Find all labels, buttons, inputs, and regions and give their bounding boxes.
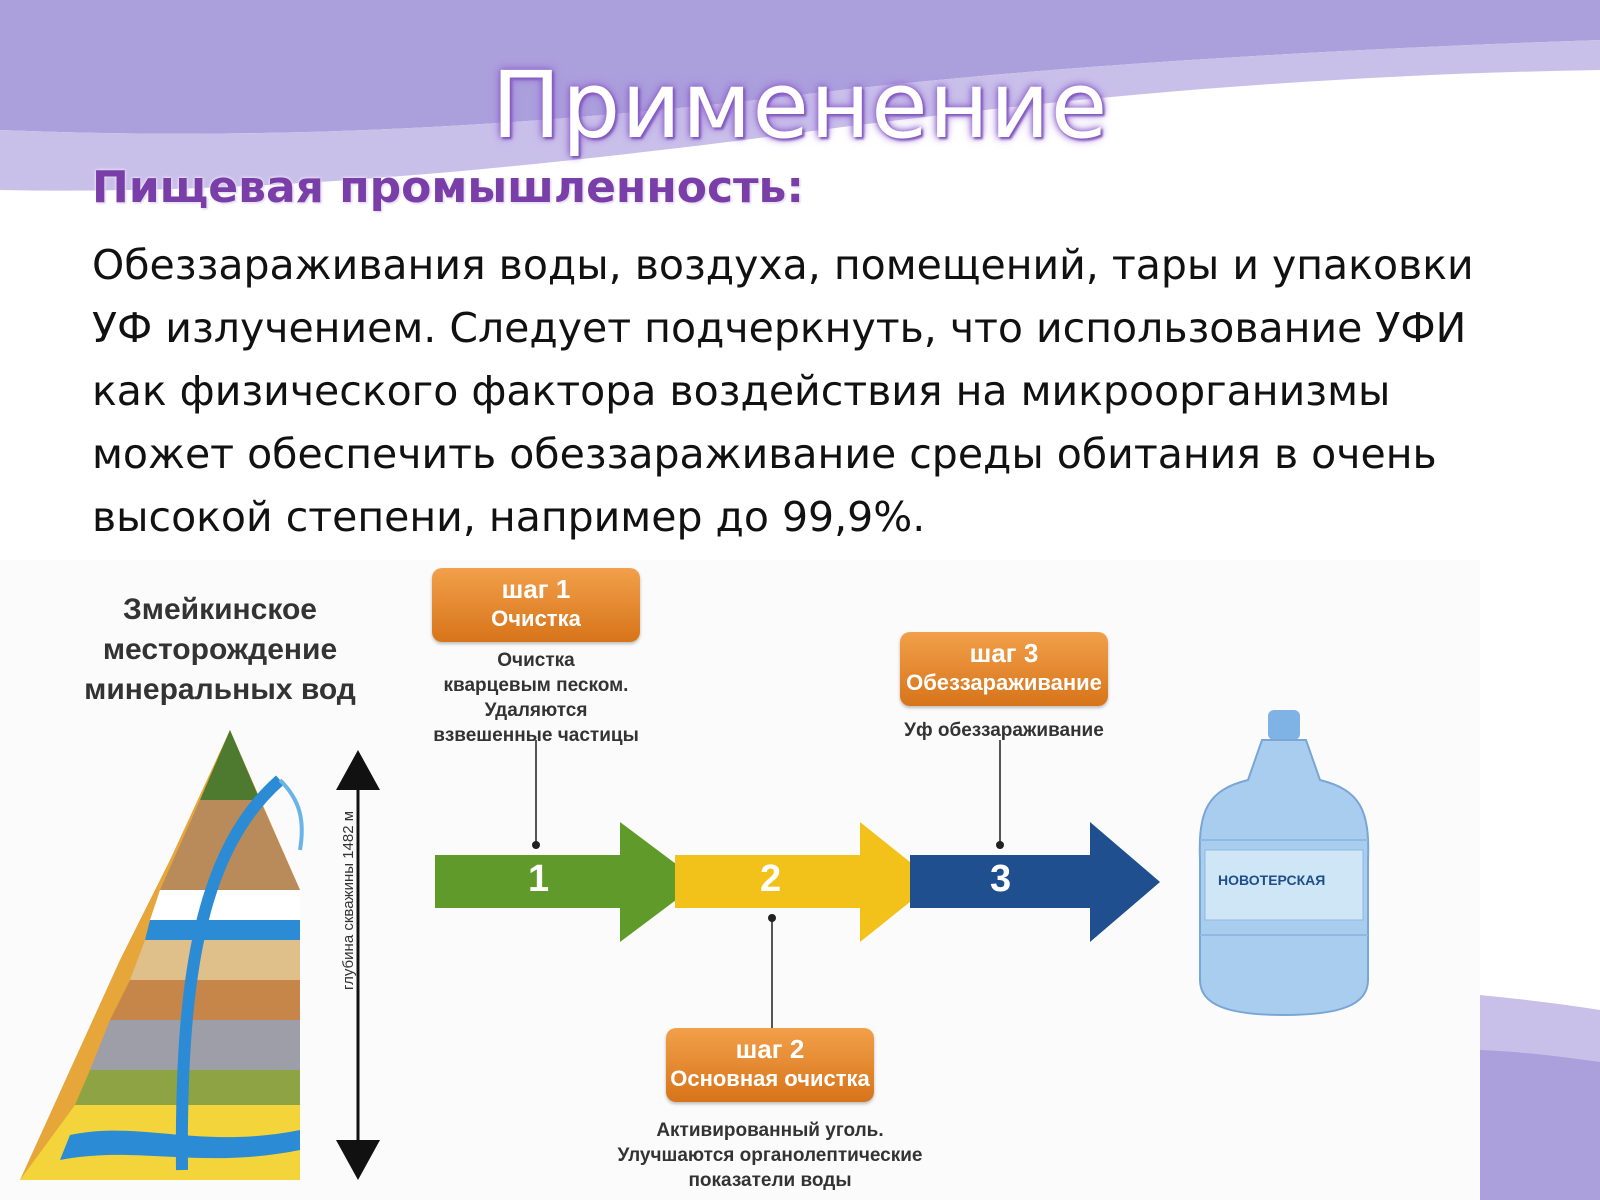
step-2-description: Активированный уголь. Улучшаются органол… [590, 1118, 950, 1193]
slide-subtitle: Пищевая промышленность: [92, 162, 804, 213]
step-1-box: шаг 1 Очистка [432, 568, 640, 642]
depth-label: глубина скважины 1482 м [340, 810, 357, 990]
step-1-number: шаг 1 [501, 574, 571, 604]
water-bottle-illustration [1198, 710, 1370, 1017]
step-desc-line: Удаляются [484, 700, 588, 721]
step-desc-line: Очистка [497, 650, 575, 671]
step-desc-line: Уф обеззараживание [904, 720, 1104, 741]
arrow-step-1 [435, 822, 700, 942]
body-line: высокой степени, например до 99,9%. [92, 493, 926, 541]
step-3-description: Уф обеззараживание [870, 718, 1138, 743]
arrow-3-number: 3 [990, 858, 1012, 900]
mountain-strata-illustration [20, 730, 304, 1180]
deposit-title-line: Змейкинское [122, 593, 317, 626]
deposit-title-line: минеральных вод [84, 673, 356, 706]
step-1-description: Очистка кварцевым песком. Удаляются взве… [405, 648, 667, 748]
step-2-box: шаг 2 Основная очистка [666, 1028, 874, 1102]
step-1-name: Очистка [491, 606, 581, 631]
body-line: Обеззараживания воды, воздуха, помещений… [92, 241, 1474, 289]
step-desc-line: Активированный уголь. [656, 1120, 884, 1141]
slide-title: Применение [491, 52, 1109, 159]
arrow-step-3 [910, 822, 1160, 942]
arrow-2-number: 2 [760, 858, 782, 900]
step-2-number: шаг 2 [735, 1034, 805, 1064]
body-paragraph: Обеззараживания воды, воздуха, помещений… [92, 234, 1542, 549]
depth-arrow [336, 750, 380, 1180]
bottle-brand-label: НОВОТЕРСКАЯ [1218, 872, 1326, 888]
step-desc-line: показатели воды [688, 1170, 852, 1191]
deposit-title: Змейкинское месторождение минеральных во… [30, 590, 410, 710]
body-line: как физического фактора воздействия на м… [92, 367, 1391, 415]
step-3-box: шаг 3 Обеззараживание [900, 632, 1108, 706]
body-line: УФ излучением. Следует подчеркнуть, что … [92, 304, 1467, 352]
step-desc-line: кварцевым песком. [443, 675, 629, 696]
arrow-step-2 [675, 822, 935, 942]
step-3-number: шаг 3 [969, 638, 1039, 668]
step-desc-line: Улучшаются органолептические [617, 1145, 923, 1166]
water-process-diagram: Змейкинское месторождение минеральных во… [0, 560, 1480, 1200]
step-3-name: Обеззараживание [906, 670, 1102, 695]
step-desc-line: взвешенные частицы [433, 725, 639, 746]
body-line: может обеспечить обеззараживание среды о… [92, 430, 1437, 478]
arrow-1-number: 1 [528, 858, 550, 900]
step-2-name: Основная очистка [670, 1066, 870, 1091]
diagram-graphics [20, 710, 1370, 1180]
deposit-title-line: месторождение [102, 633, 338, 666]
